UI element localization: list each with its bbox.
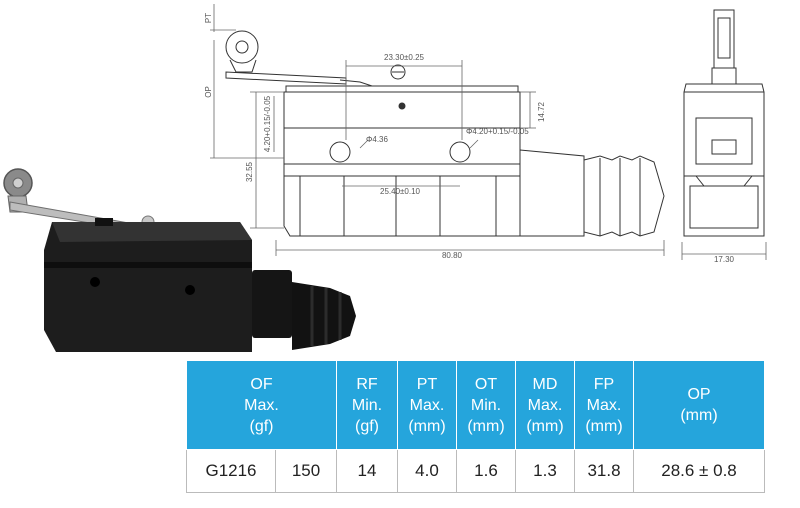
dim-4-20-vertical: 4.20+0.15/-0.05	[263, 95, 272, 152]
dim-op: OP	[204, 86, 213, 98]
header-pt: PT Max. (mm)	[397, 360, 457, 450]
cell-ot: 1.6	[456, 449, 516, 493]
header-line: Max.	[527, 396, 563, 414]
header-line: (mm)	[408, 417, 446, 435]
dim-pt: PT	[204, 13, 213, 23]
header-line: Min.	[470, 396, 502, 414]
dim-17-30: 17.30	[714, 255, 735, 264]
dim-32-55: 32.55	[245, 161, 254, 182]
header-line: (mm)	[585, 417, 623, 435]
header-line: Min.	[351, 396, 383, 414]
product-photo	[3, 168, 356, 352]
header-line: OT	[474, 375, 498, 393]
header-line: RF	[356, 375, 378, 393]
header-line: (gf)	[355, 417, 379, 435]
spec-data-row: G1216 150 14 4.0 1.6 1.3 31.8 28.6 ± 0.8	[186, 449, 765, 493]
header-line: PT	[416, 375, 438, 393]
technical-drawing: PT OP 23.30±0.25 4.20+0.15/-0.05 Φ4.36 Φ…	[3, 4, 767, 352]
header-line: (mm)	[526, 417, 564, 435]
dim-25-40: 25.40±0.10	[380, 187, 421, 196]
cell-pt: 4.0	[397, 449, 457, 493]
header-line: FP	[593, 375, 615, 393]
dim-phi-4-36: Φ4.36	[366, 135, 389, 144]
spec-header-row: OF Max. (gf) RF Min. (gf) PT Max. (mm) O…	[186, 360, 765, 450]
header-line: OF	[250, 375, 273, 393]
cell-of: 150	[275, 449, 337, 493]
header-ot: OT Min. (mm)	[456, 360, 516, 450]
spec-table: OF Max. (gf) RF Min. (gf) PT Max. (mm) O…	[186, 360, 765, 493]
header-line: MD	[532, 375, 558, 393]
dimension-lines	[210, 4, 767, 260]
header-line: Max.	[244, 396, 279, 414]
header-md: MD Max. (mm)	[515, 360, 575, 450]
dim-80-80: 80.80	[442, 251, 463, 260]
dim-14-72: 14.72	[537, 101, 546, 122]
header-line: (mm)	[680, 407, 718, 424]
header-line: Max.	[409, 396, 445, 414]
header-line: OP	[687, 386, 711, 403]
header-line: Max.	[586, 396, 622, 414]
header-of: OF Max. (gf)	[186, 360, 337, 450]
cell-fp: 31.8	[574, 449, 634, 493]
header-fp: FP Max. (mm)	[574, 360, 634, 450]
header-line: (gf)	[249, 417, 274, 435]
cell-md: 1.3	[515, 449, 575, 493]
header-rf: RF Min. (gf)	[336, 360, 398, 450]
side-view-drawing	[683, 9, 765, 237]
header-op: OP (mm)	[633, 360, 765, 450]
dim-phi-4-20: Φ4.20+0.15/-0.05	[466, 127, 529, 136]
cell-rf: 14	[336, 449, 398, 493]
front-view-drawing	[225, 30, 665, 237]
cell-model: G1216	[186, 449, 276, 493]
dim-23-30: 23.30±0.25	[384, 53, 425, 62]
cell-op: 28.6 ± 0.8	[633, 449, 765, 493]
header-line: (mm)	[467, 417, 505, 435]
